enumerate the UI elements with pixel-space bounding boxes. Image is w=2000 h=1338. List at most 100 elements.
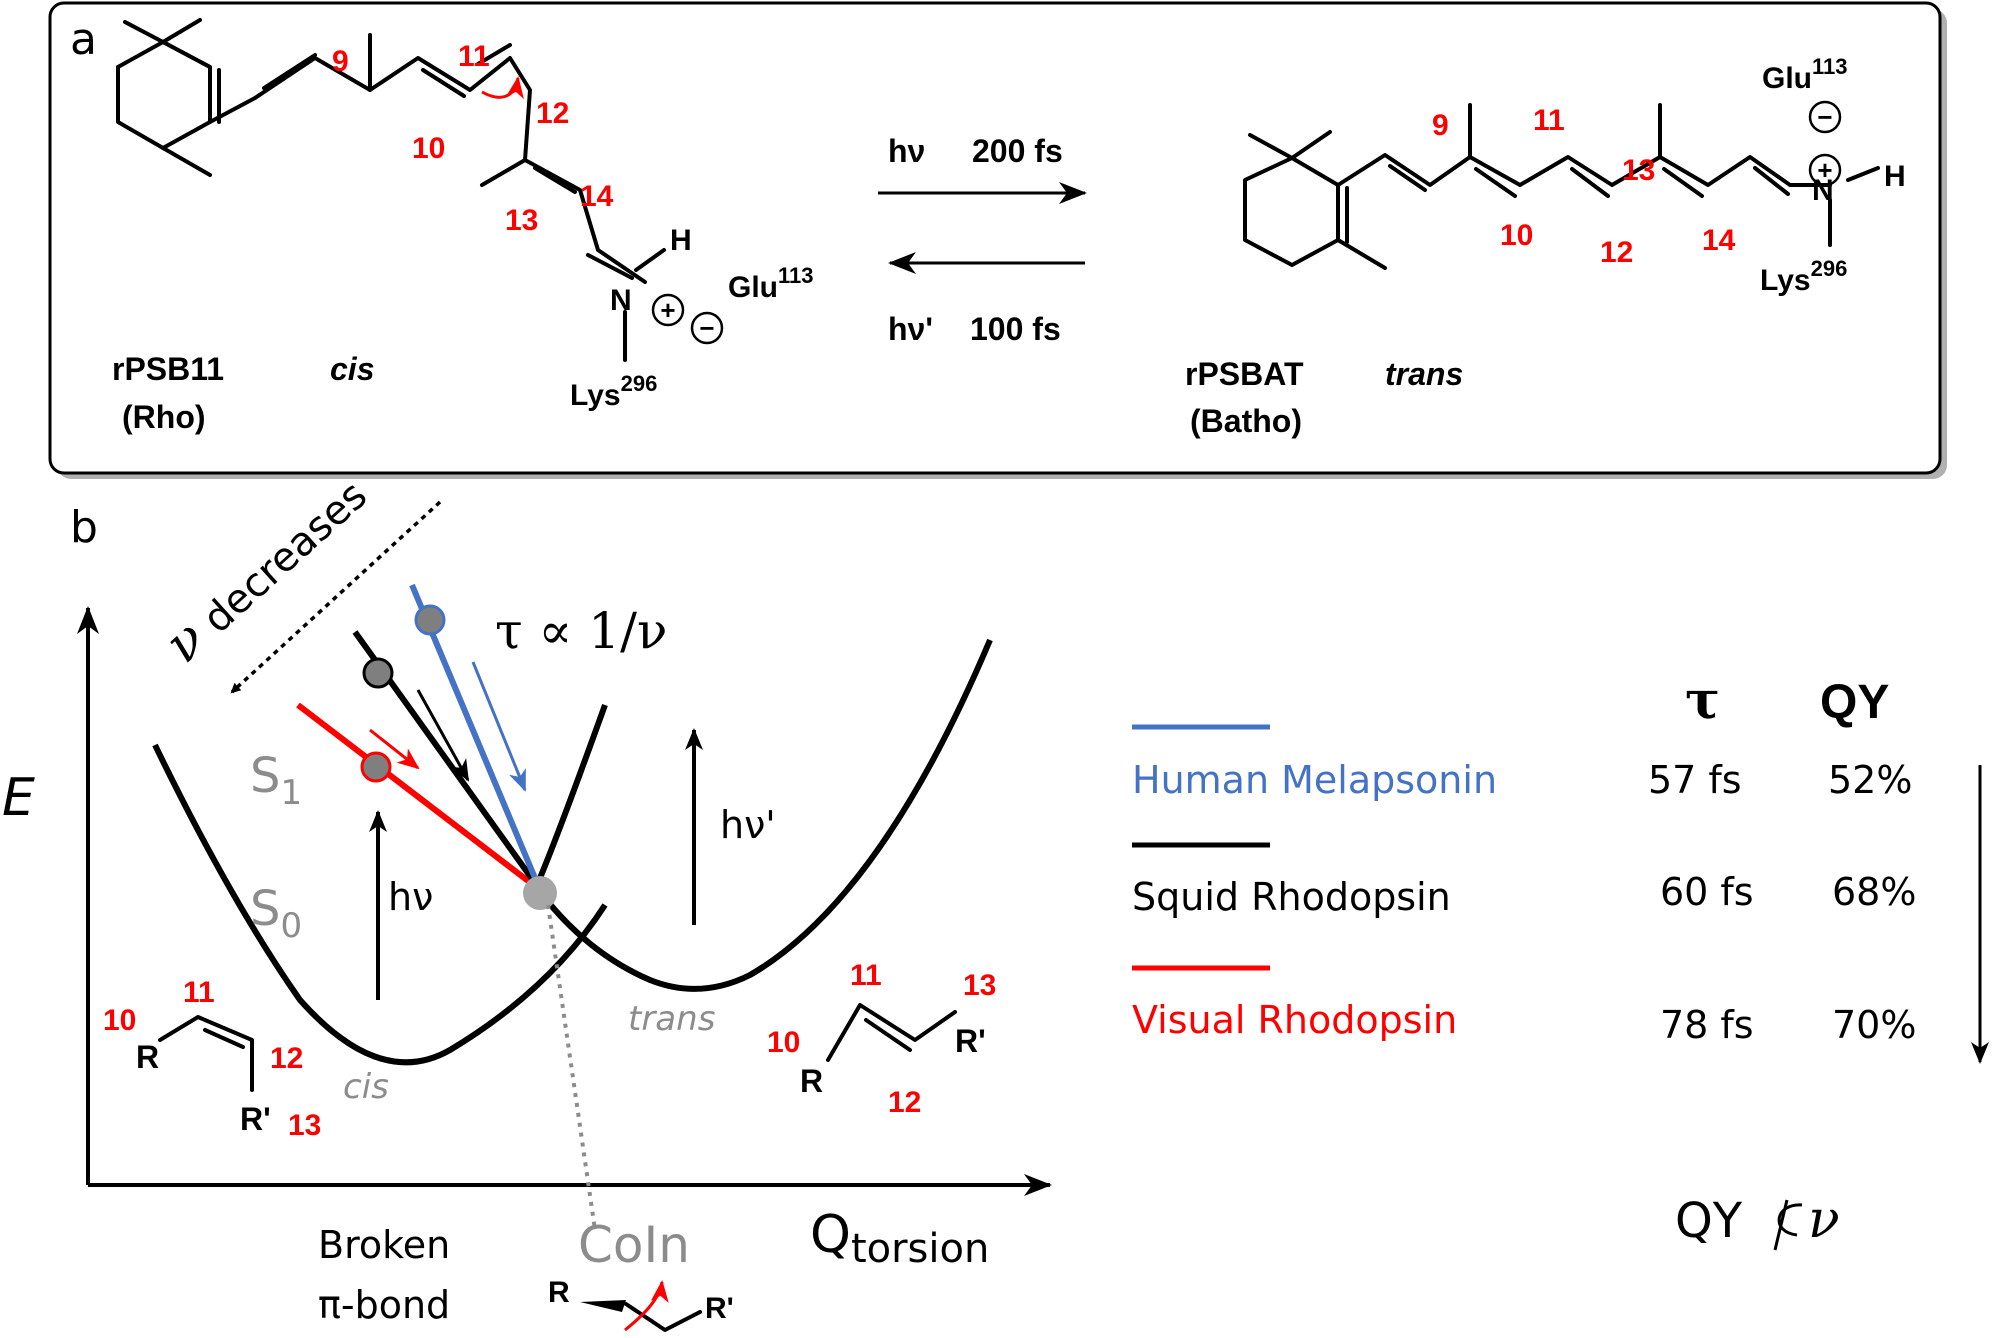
coin-fragment-bonds <box>624 1302 702 1332</box>
cis-ring-bond <box>161 146 212 177</box>
trans-ring-methyl <box>1336 238 1387 270</box>
coin-wedge-bond <box>580 1300 626 1312</box>
trans-lys-sup: 296 <box>1811 256 1848 281</box>
trans-retinal-structure: 9 10 11 12 13 14 N + H − Glu113 Lys296 r… <box>1185 54 1906 439</box>
torsion-axis-sub: torsion <box>851 1226 989 1272</box>
trans-isomer-label: trans <box>1385 356 1463 392</box>
cis-db-7-8 <box>262 53 317 90</box>
conical-intersection-point <box>523 876 557 910</box>
row-qy-visual: 70% <box>1832 1003 1916 1047</box>
forward-light-label: hν <box>888 133 925 169</box>
trans-glu-sup: 113 <box>1812 54 1848 79</box>
cis-num-9: 9 <box>332 45 349 78</box>
cis-positive-charge-icon <box>651 293 685 327</box>
trans-positive-charge-icon <box>1808 153 1842 187</box>
cis-fragment-num-10: 10 <box>103 1004 136 1037</box>
s0-trans-curve <box>527 638 993 992</box>
trans-plus-sign: + <box>1817 155 1832 185</box>
reaction-arrows: hν 200 fs hν' 100 fs <box>878 133 1087 347</box>
trans-db-9-10 <box>1474 167 1517 198</box>
trans-gem-dimethyl <box>1248 130 1332 160</box>
lifetime-table: τ QY Human Melapsonin 57 fs 52% Squid Rh… <box>1132 670 1989 1064</box>
hv-prime-label: hν' <box>720 803 776 847</box>
broken-bond-label-line2: π-bond <box>318 1283 450 1327</box>
cis-glu-label: Glu113 <box>728 263 814 304</box>
cis-num-13: 13 <box>505 204 538 237</box>
row-name-melapsonin: Human Melapsonin <box>1132 758 1497 802</box>
trans-fragment-bonds <box>826 1003 957 1062</box>
trans-lys-text: Lys <box>1760 264 1811 297</box>
cis-n-h-bond <box>634 248 666 272</box>
forward-time-label: 200 fs <box>972 133 1063 169</box>
s0-label-main: S <box>250 881 280 937</box>
cis-db-9-10 <box>421 68 466 98</box>
row-tau-melapsonin: 57 fs <box>1648 758 1742 802</box>
cis-polyene-chain <box>253 56 647 284</box>
cis-fragment-bonds <box>158 1015 254 1092</box>
s1-curve-segment <box>537 703 608 880</box>
qy-relation-right: ν <box>1808 1190 1840 1250</box>
cis-fragment-double-bond <box>203 1028 245 1049</box>
energy-axis-label: E <box>2 768 35 828</box>
qy-relation-left: QY <box>1675 1193 1743 1249</box>
trans-db-c15-n <box>1753 166 1790 196</box>
melapsonin-start-point <box>414 604 446 636</box>
trans-h-atom: H <box>1884 160 1906 193</box>
trans-state-label: (Batho) <box>1190 403 1302 439</box>
cis-isomer-label: cis <box>330 351 374 387</box>
coin-rotation-arrow <box>624 1280 669 1332</box>
coin-fragment-r-prime: R' <box>705 1292 734 1325</box>
torsion-axis-q: Q <box>810 1205 851 1265</box>
cis-h-atom: H <box>670 224 692 257</box>
trans-num-10: 10 <box>1500 219 1533 252</box>
cis-fragment: R R' 10 11 12 13 <box>103 976 321 1142</box>
trans-n-h-bond <box>1846 166 1880 182</box>
trans-db-13-14 <box>1662 167 1704 198</box>
panel-b: b E Qtorsion ν decreases τ ∝ 1/ν S1 S0 h… <box>2 472 1989 1332</box>
cis-glu-sup: 113 <box>778 263 814 288</box>
trans-glu-label: Glu113 <box>1762 54 1848 95</box>
broken-bond-label-line1: Broken <box>318 1223 450 1267</box>
cis-fragment-num-12: 12 <box>270 1042 303 1075</box>
trans-db-7-8 <box>1388 164 1427 192</box>
trans-num-11: 11 <box>1533 104 1565 137</box>
panel-a-box <box>48 1 1942 475</box>
cis-fragment-r-prime: R' <box>240 1101 271 1137</box>
not-proportional-icon <box>1773 1199 1803 1251</box>
trans-fragment-r: R <box>800 1063 823 1099</box>
cis-negative-charge-icon <box>690 311 724 345</box>
cis-gem-dimethyl <box>123 18 202 44</box>
torsion-axis-label: Qtorsion <box>810 1205 989 1272</box>
row-tau-squid: 60 fs <box>1660 870 1754 914</box>
trans-compound-name: rPSBAT <box>1185 356 1304 392</box>
nu-decreases-text: decreases <box>194 472 376 642</box>
nu-decreases-label: ν decreases <box>154 472 376 674</box>
cis-num-12: 12 <box>536 97 569 130</box>
cis-state-label: (Rho) <box>122 399 206 435</box>
panel-b-label: b <box>70 502 98 553</box>
hv-label: hν <box>388 875 433 919</box>
nu-decreases-arrow <box>230 500 442 694</box>
s0-label: S0 <box>250 881 302 946</box>
trans-num-9: 9 <box>1432 109 1449 142</box>
panel-a: a 9 10 11 12 13 14 <box>48 1 1947 479</box>
cis-num-11: 11 <box>458 40 490 73</box>
trans-lys-label: Lys296 <box>1760 256 1847 297</box>
trans-polyene-chain <box>1336 153 1832 187</box>
cis-retinal-structure: 9 10 11 12 13 14 H N + − Glu113 Lys296 r… <box>112 18 814 435</box>
trans-negative-charge-icon <box>1808 100 1842 134</box>
cis-methyl-13 <box>480 158 527 187</box>
cis-db-11-12 <box>476 43 512 66</box>
trans-num-14: 14 <box>1702 224 1736 257</box>
cis-glu-text: Glu <box>728 271 778 304</box>
cis-num-10: 10 <box>412 132 445 165</box>
trans-fragment-num-10: 10 <box>767 1026 800 1059</box>
trans-fragment: R R' 10 11 12 13 <box>767 959 996 1119</box>
melapsonin-trajectory <box>409 583 543 892</box>
trans-fragment-r-prime: R' <box>955 1023 986 1059</box>
trans-num-13: 13 <box>1622 154 1655 187</box>
visual-rhodopsin-direction-arrow <box>369 728 420 770</box>
reverse-time-label: 100 fs <box>970 311 1061 347</box>
visual-rhodopsin-start-point <box>360 751 392 783</box>
